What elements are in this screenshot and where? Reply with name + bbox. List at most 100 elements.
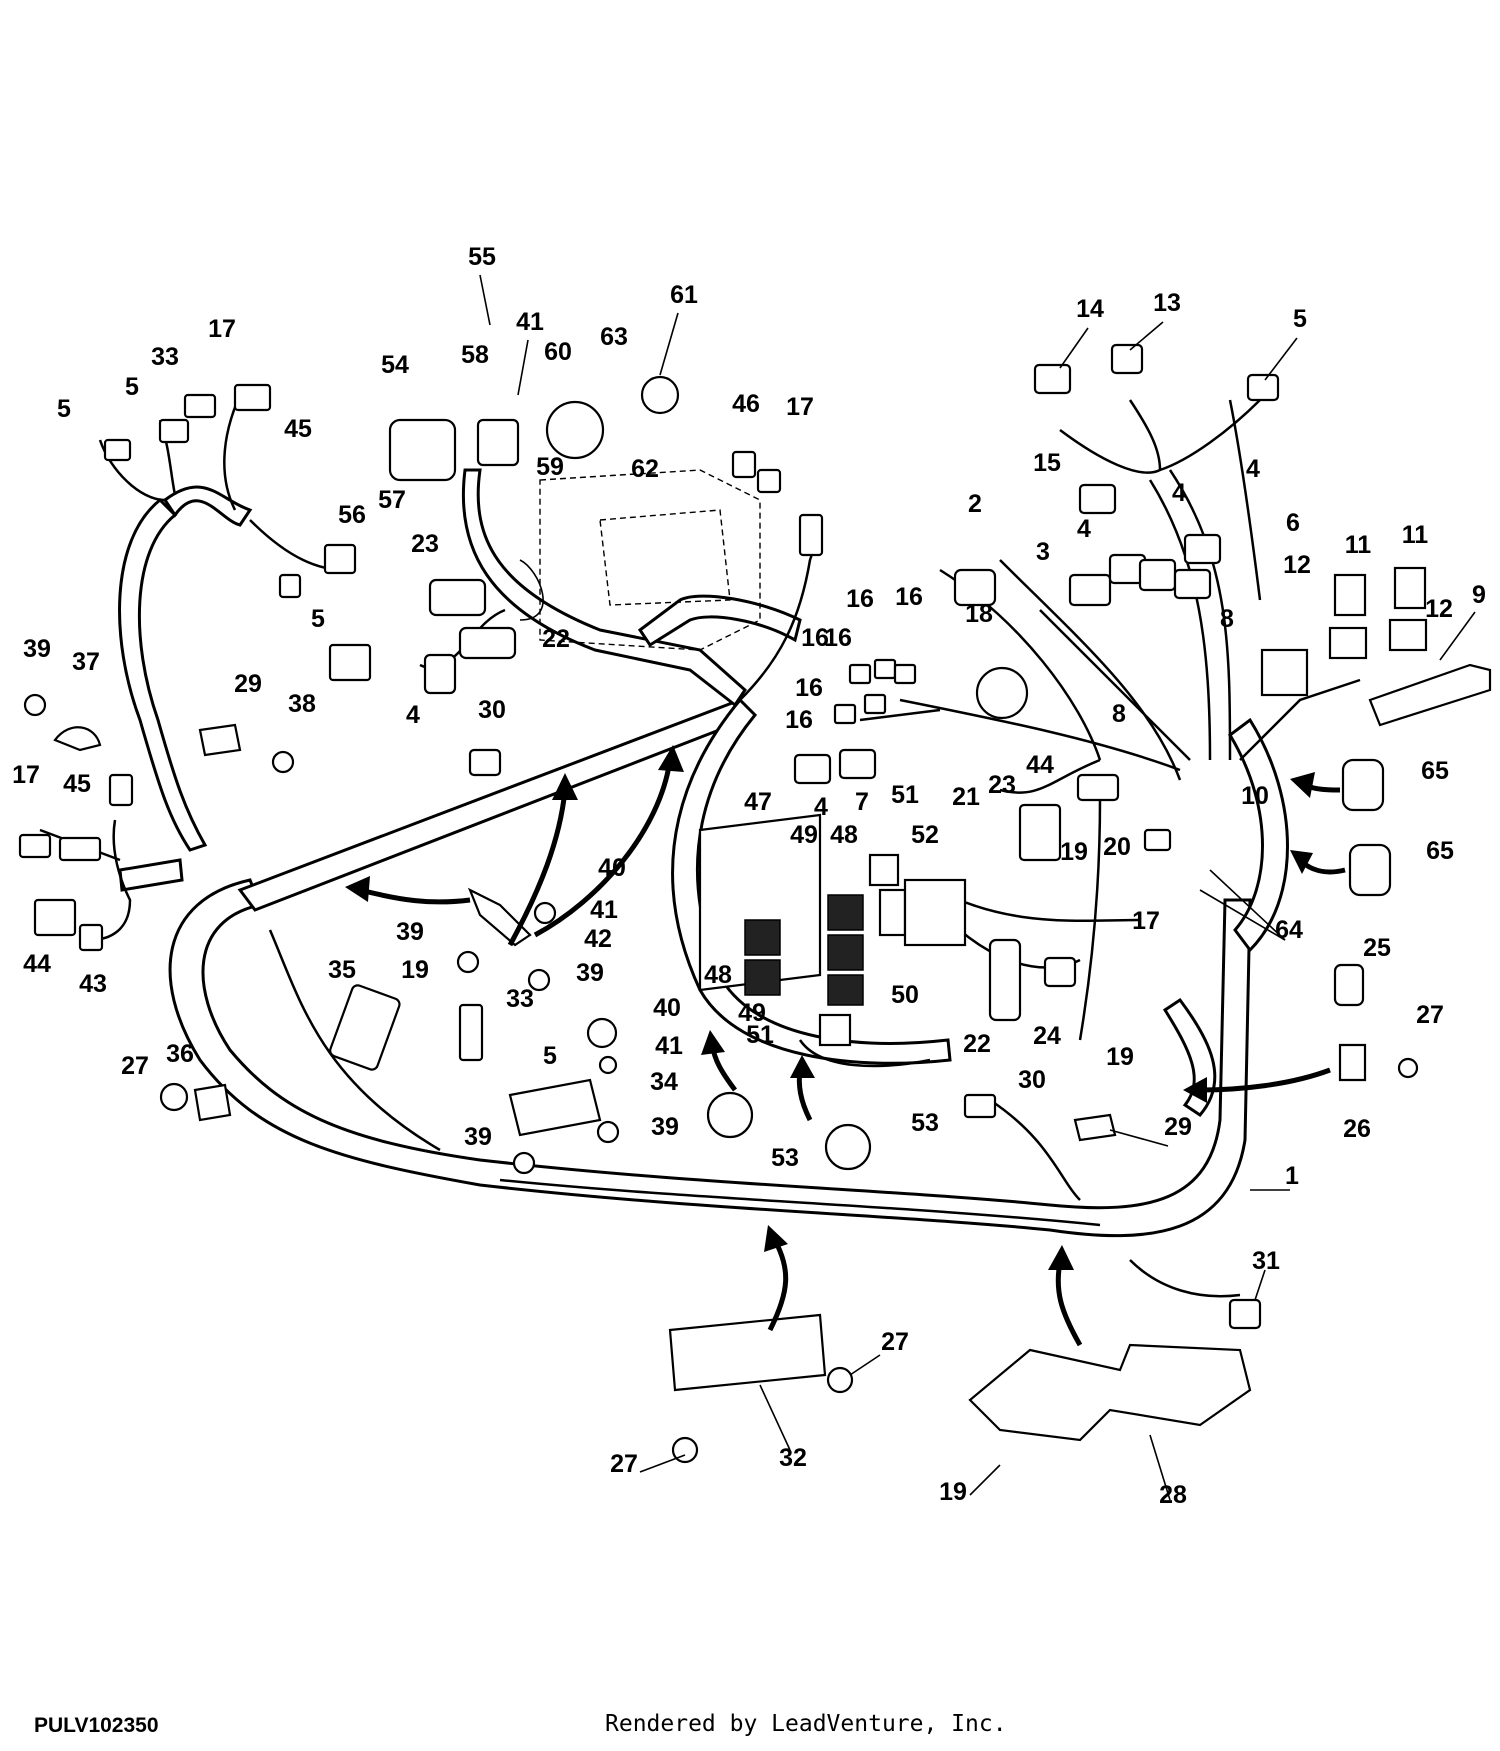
callout-13: 13 [1153, 289, 1181, 317]
callout-26: 26 [1343, 1115, 1371, 1143]
callout-4: 4 [406, 701, 420, 729]
callout-62: 62 [631, 455, 659, 483]
callout-1: 1 [1285, 1162, 1299, 1190]
callout-45: 45 [63, 770, 91, 798]
callout-38: 38 [288, 690, 316, 718]
callout-58: 58 [461, 341, 489, 369]
callout-30: 30 [1018, 1066, 1046, 1094]
direction-arrows [345, 745, 1346, 1347]
callout-48: 48 [830, 821, 858, 849]
callout-11: 11 [1402, 521, 1429, 549]
callout-19: 19 [1106, 1043, 1134, 1071]
callout-15: 15 [1033, 449, 1061, 477]
callout-21: 21 [952, 783, 980, 811]
callout-8: 8 [1112, 700, 1126, 728]
callout-39: 39 [396, 918, 424, 946]
callout-4: 4 [1077, 515, 1091, 543]
callout-29: 29 [234, 670, 262, 698]
callout-40: 40 [598, 854, 626, 882]
callout-37: 37 [72, 648, 100, 676]
leader-lines [479, 274, 1476, 1501]
callout-5: 5 [543, 1042, 557, 1070]
callout-44: 44 [23, 950, 51, 978]
controller-module [698, 813, 967, 1068]
callout-27: 27 [1416, 1001, 1444, 1029]
callout-55: 55 [468, 243, 496, 271]
callout-17: 17 [1132, 907, 1160, 935]
callout-41: 41 [655, 1032, 683, 1060]
callout-22: 22 [963, 1030, 991, 1058]
callout-11: 11 [1345, 531, 1372, 559]
callout-43: 43 [79, 970, 107, 998]
callout-16: 16 [795, 674, 823, 702]
callout-25: 25 [1363, 934, 1391, 962]
callout-59: 59 [536, 453, 564, 481]
callout-17: 17 [208, 315, 236, 343]
callout-5: 5 [311, 605, 325, 633]
callout-19: 19 [939, 1478, 967, 1506]
callout-32: 32 [779, 1444, 807, 1472]
callout-16: 16 [895, 583, 923, 611]
callout-2: 2 [968, 490, 982, 518]
callout-41: 41 [590, 896, 618, 924]
callout-17: 17 [12, 761, 40, 789]
callout-8: 8 [1220, 605, 1234, 633]
callout-51: 51 [746, 1021, 774, 1049]
rendered-by-credit: Rendered by LeadVenture, Inc. [605, 1711, 1007, 1737]
callout-36: 36 [166, 1040, 194, 1068]
callout-34: 34 [650, 1068, 678, 1096]
callout-4: 4 [1246, 455, 1260, 483]
callout-29: 29 [1164, 1113, 1192, 1141]
figure-identifier: PULV102350 [34, 1714, 159, 1737]
callout-16: 16 [785, 706, 813, 734]
callout-23: 23 [411, 530, 439, 558]
callout-48: 48 [704, 961, 732, 989]
callout-28: 28 [1159, 1481, 1187, 1509]
callout-4: 4 [814, 793, 828, 821]
callout-16: 16 [846, 585, 874, 613]
callout-61: 61 [670, 281, 698, 309]
callout-20: 20 [1103, 833, 1131, 861]
callout-5: 5 [1293, 305, 1307, 333]
callout-7: 7 [855, 788, 869, 816]
callout-60: 60 [544, 338, 572, 366]
callout-44: 44 [1026, 751, 1054, 779]
callout-9: 9 [1472, 581, 1486, 609]
callout-51: 51 [891, 781, 919, 809]
callout-35: 35 [328, 956, 356, 984]
callout-16: 16 [824, 624, 852, 652]
callout-27: 27 [610, 1450, 638, 1478]
callout-5: 5 [125, 373, 139, 401]
callout-10: 10 [1241, 782, 1269, 810]
callout-39: 39 [651, 1113, 679, 1141]
lower-brackets [23, 693, 1419, 1464]
callout-63: 63 [600, 323, 628, 351]
callout-6: 6 [1286, 509, 1300, 537]
callout-49: 49 [790, 821, 818, 849]
callout-50: 50 [891, 981, 919, 1009]
callout-41: 41 [516, 308, 544, 336]
callout-52: 52 [911, 821, 939, 849]
callout-27: 27 [121, 1052, 149, 1080]
connectors [18, 343, 1392, 1330]
callout-18: 18 [965, 600, 993, 628]
callout-49: 49 [738, 999, 766, 1027]
callout-12: 12 [1283, 551, 1311, 579]
callout-22: 22 [542, 625, 570, 653]
callout-53: 53 [771, 1144, 799, 1172]
callout-65: 65 [1426, 837, 1454, 865]
callout-16: 16 [801, 624, 829, 652]
callout-42: 42 [584, 925, 612, 953]
callout-57: 57 [378, 486, 406, 514]
callout-39: 39 [576, 959, 604, 987]
callout-39: 39 [464, 1123, 492, 1151]
callout-5: 5 [57, 395, 71, 423]
callout-19: 19 [401, 956, 429, 984]
callout-56: 56 [338, 501, 366, 529]
callout-19: 19 [1060, 838, 1088, 866]
callout-23: 23 [988, 771, 1016, 799]
callout-47: 47 [744, 788, 772, 816]
callout-4: 4 [1172, 479, 1186, 507]
